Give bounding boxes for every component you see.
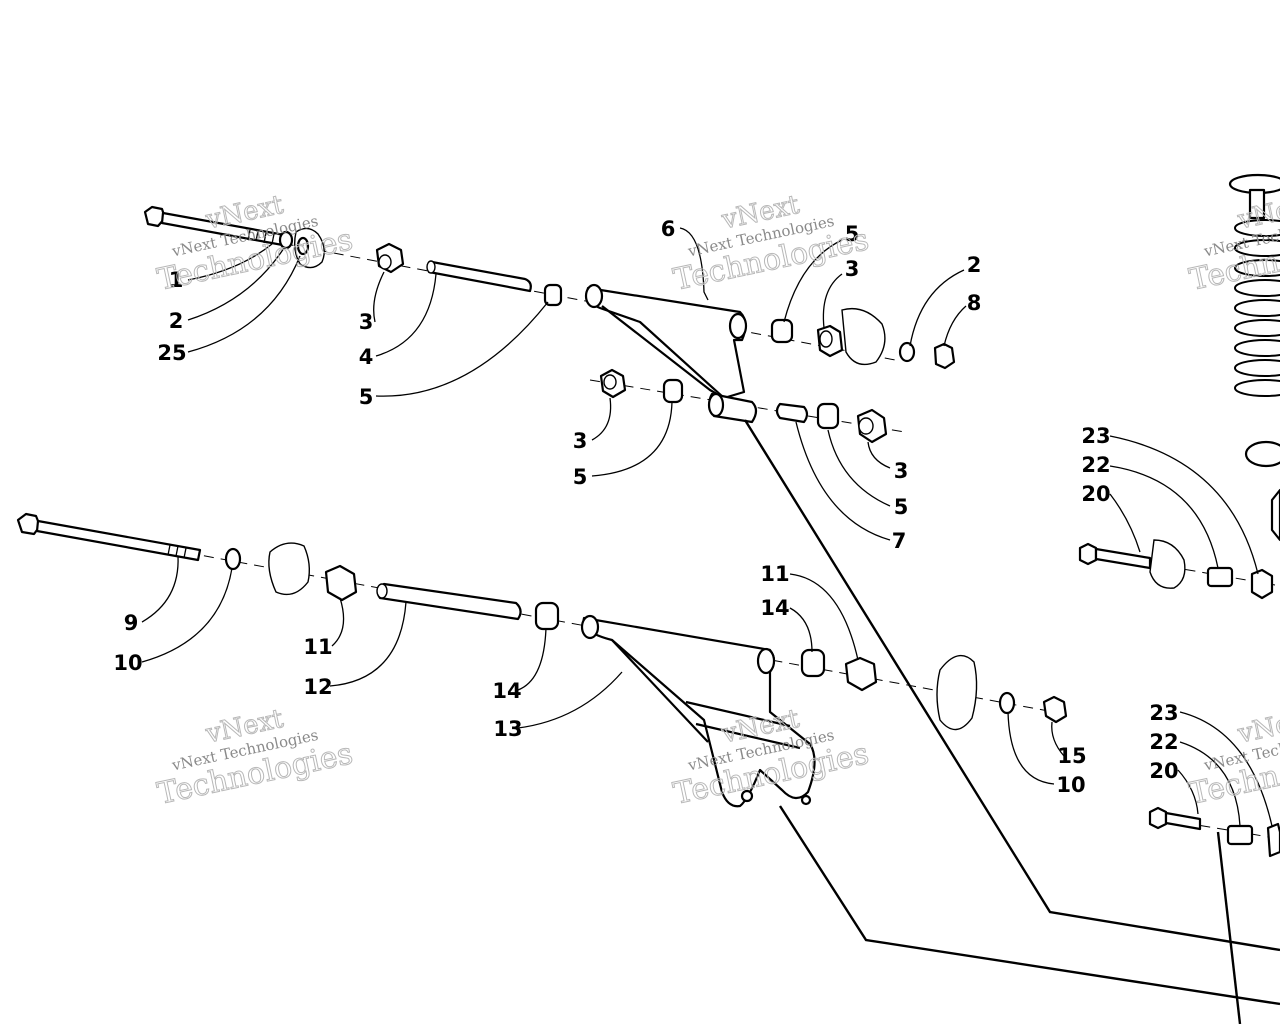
frame-reference-lines [743, 419, 1280, 1024]
bracket-upper-right [1149, 539, 1186, 589]
washer-10-right [998, 691, 1016, 715]
bushing-5-upper-left [543, 283, 563, 307]
bushing-14-right [800, 648, 826, 678]
callout-10: 10 [113, 651, 142, 675]
callout-3: 3 [894, 459, 909, 483]
sleeve-4 [426, 260, 532, 293]
nut-3-upper-left [375, 242, 405, 274]
nut-3-upper-right [816, 324, 844, 358]
leader-lines [141, 227, 1273, 827]
washer-2-right [898, 341, 916, 363]
nut-11-right [844, 656, 878, 692]
sleeve-12 [376, 582, 522, 621]
callout-20: 20 [1081, 482, 1110, 506]
spacer-7 [775, 402, 809, 424]
callout-3: 3 [845, 257, 860, 281]
callout-25: 25 [157, 341, 186, 365]
cam-plate-upper [841, 307, 886, 366]
callout-14: 14 [760, 596, 789, 620]
lower-a-arm-13 [580, 614, 816, 808]
callout-5: 5 [845, 222, 860, 246]
plate-25 [293, 227, 325, 269]
callout-8: 8 [967, 291, 982, 315]
callout-22: 22 [1081, 453, 1110, 477]
pivot-tube-upper [707, 392, 758, 424]
cam-plate-lower-left [268, 542, 311, 596]
callout-23: 23 [1149, 701, 1178, 725]
nut-23-upper [1250, 568, 1274, 600]
nut-8 [933, 342, 956, 370]
callout-14: 14 [492, 679, 521, 703]
watermark-top-left: vNext vNext Technologies Technologies [154, 189, 356, 298]
nut-3-mid-right [856, 408, 888, 444]
cam-plate-lower-right [936, 654, 978, 731]
bolt-20-upper [1078, 542, 1152, 570]
callout-7: 7 [892, 529, 907, 553]
upper-a-arm-6 [584, 283, 748, 400]
spacer-22-lower [1226, 824, 1254, 846]
callout-6: 6 [661, 217, 676, 241]
callout-3: 3 [573, 429, 588, 453]
callout-22: 22 [1149, 730, 1178, 754]
bolt-20-lower [1148, 806, 1202, 831]
callouts: 1 2 25 3 4 5 6 5 3 2 8 3 5 3 5 7 23 22 2… [113, 217, 1178, 797]
washer-10-left [224, 547, 242, 571]
callout-20: 20 [1149, 759, 1178, 783]
callout-2: 2 [169, 309, 184, 333]
spacer-22-upper [1206, 566, 1234, 588]
shock-spring [1228, 173, 1280, 542]
callout-9: 9 [124, 611, 139, 635]
watermark-bottom-right: vNext vNext Technologies Technologies [1186, 703, 1280, 812]
bushing-5-mid-right [816, 402, 840, 430]
callout-11: 11 [303, 635, 332, 659]
callout-15: 15 [1057, 744, 1086, 768]
callout-23: 23 [1081, 424, 1110, 448]
nut-23-lower [1266, 822, 1280, 858]
bushing-5-mid-left [662, 378, 684, 404]
callout-10: 10 [1056, 773, 1085, 797]
watermark-bottom-left: vNext vNext Technologies Technologies [154, 703, 356, 812]
callout-1: 1 [169, 268, 184, 292]
callout-5: 5 [573, 465, 588, 489]
nut-3-mid-left [599, 368, 627, 399]
callout-5: 5 [894, 495, 909, 519]
bushing-14-left [534, 601, 560, 631]
callout-3: 3 [359, 310, 374, 334]
callout-5: 5 [359, 385, 374, 409]
bolt-9 [16, 512, 202, 562]
bushing-5-upper-right [770, 318, 794, 344]
nut-15 [1042, 695, 1068, 724]
nut-11-left [324, 564, 358, 602]
callout-13: 13 [493, 717, 522, 741]
callout-2: 2 [967, 253, 982, 277]
callout-4: 4 [359, 345, 374, 369]
callout-12: 12 [303, 675, 332, 699]
callout-11: 11 [760, 562, 789, 586]
washer-2-left [278, 230, 294, 250]
